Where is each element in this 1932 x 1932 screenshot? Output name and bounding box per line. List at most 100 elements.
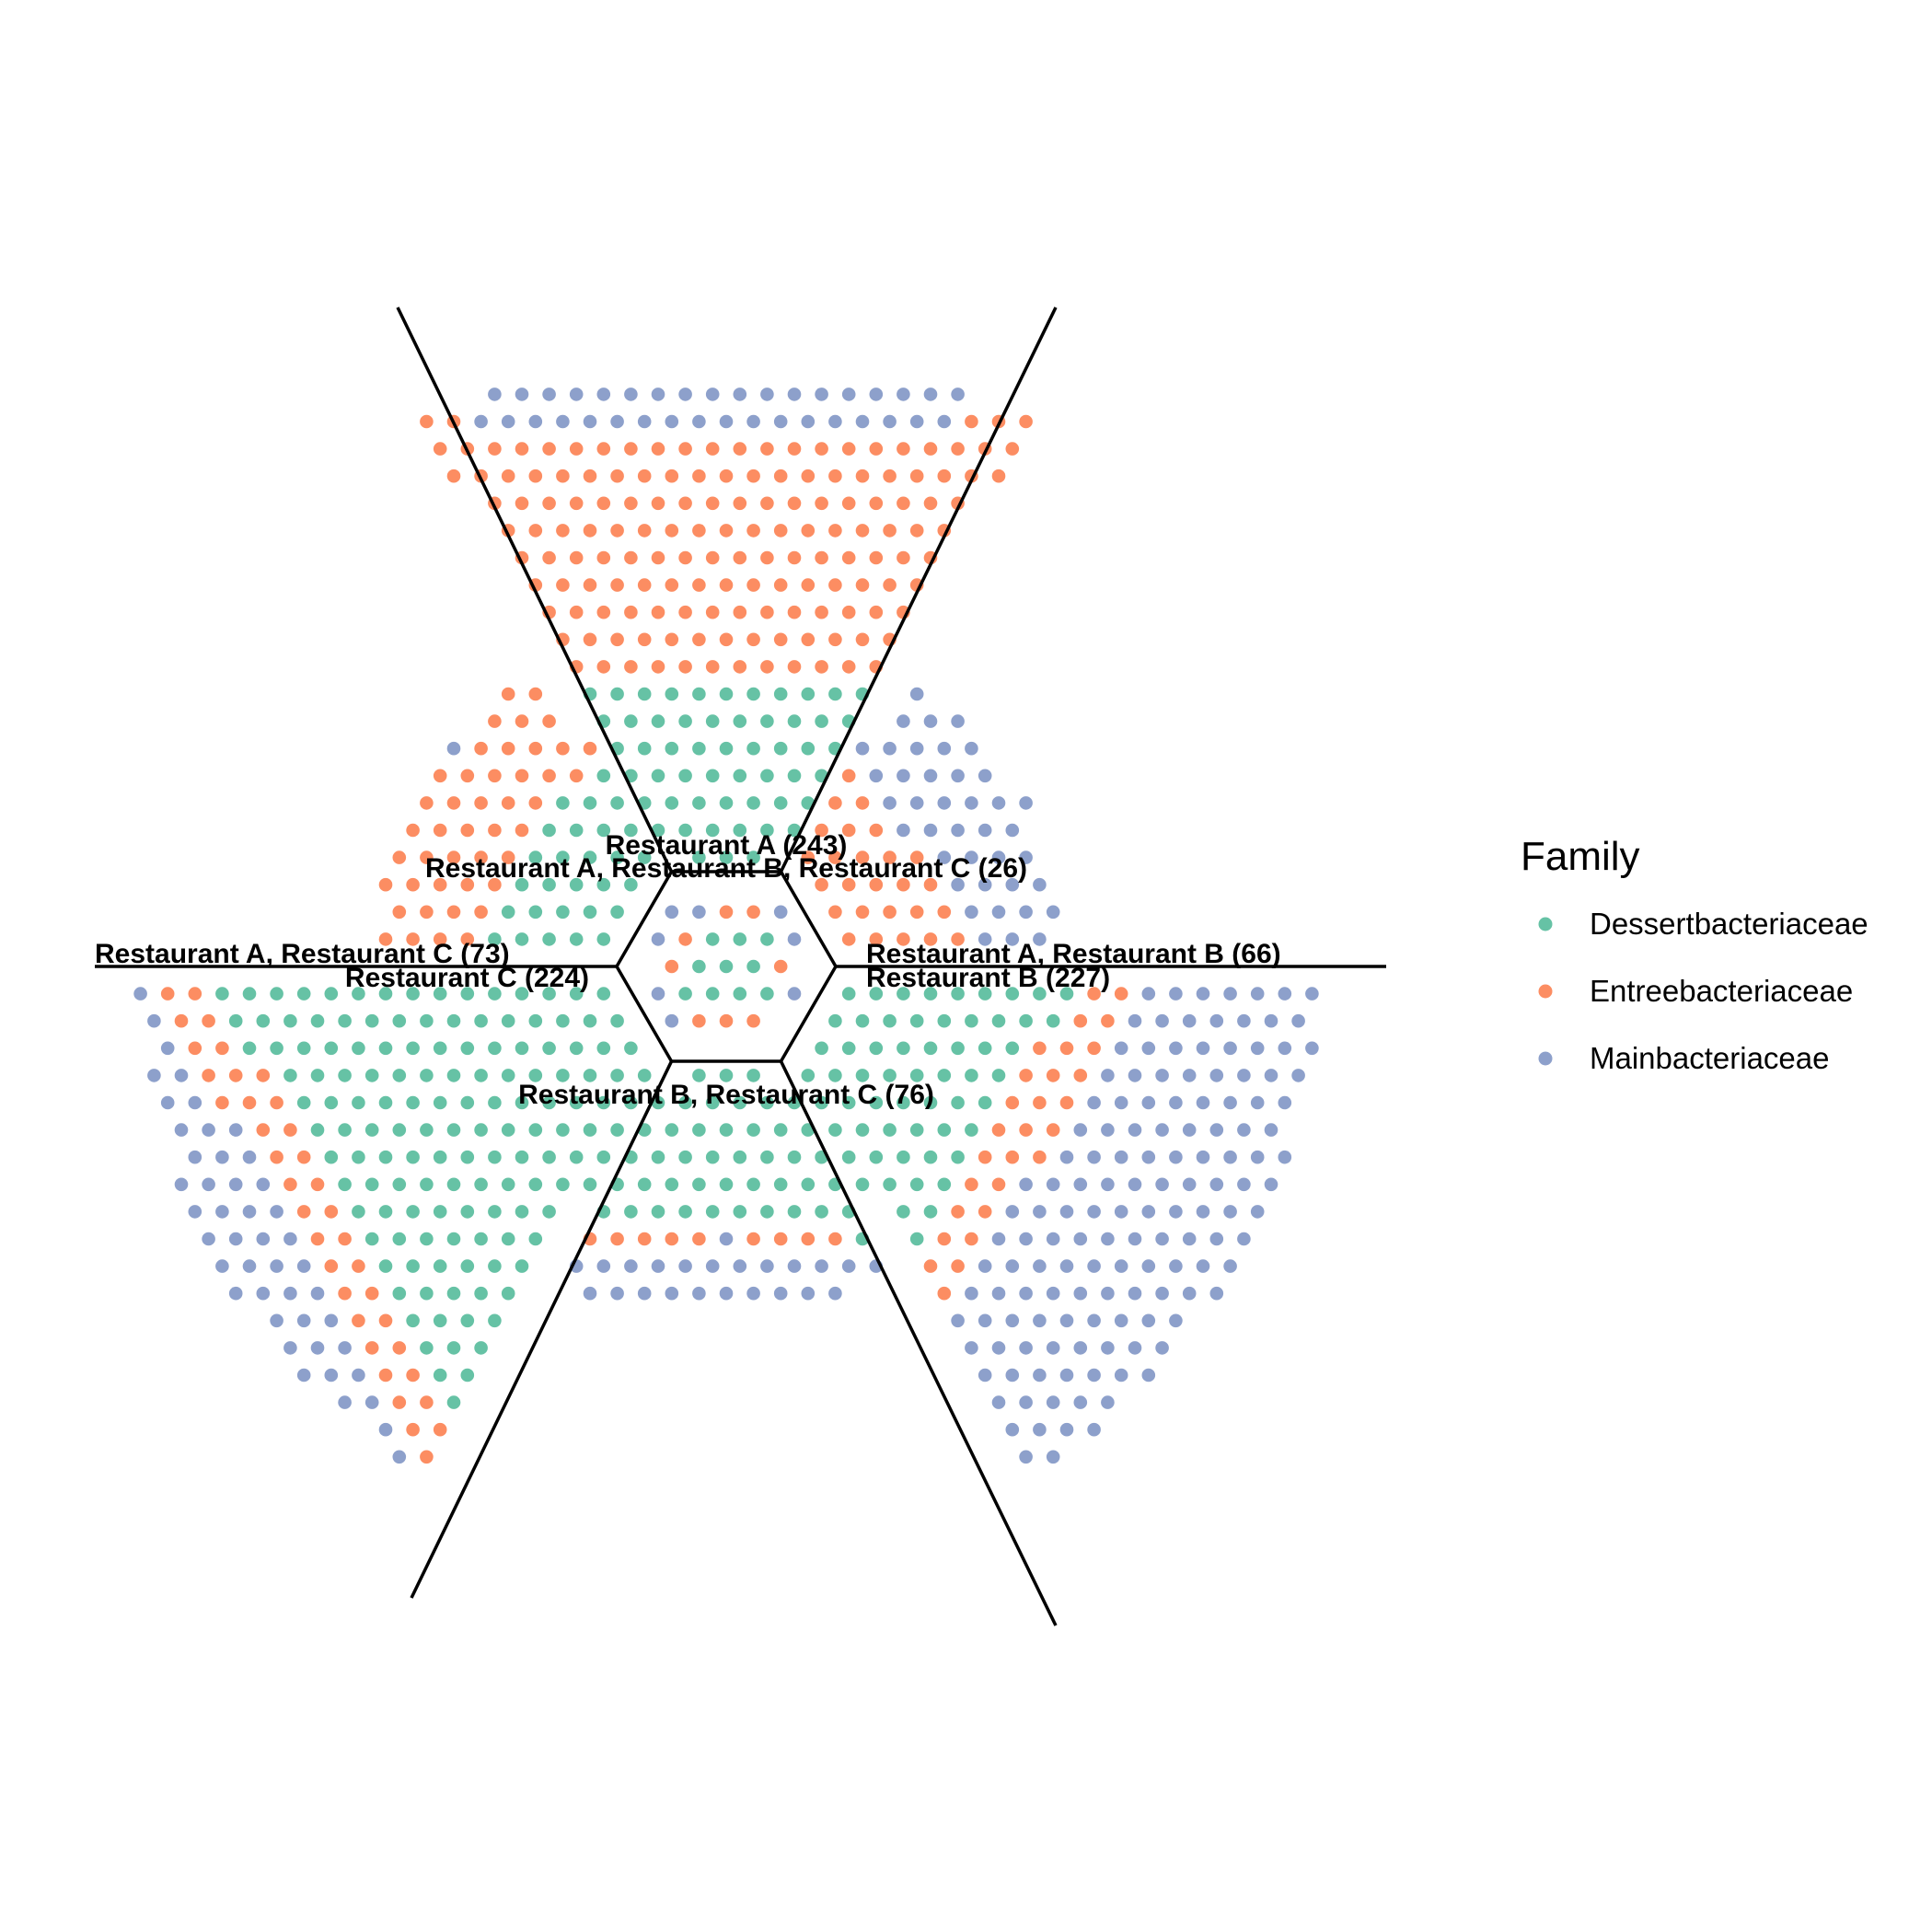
dot-ac-dessert (569, 877, 584, 892)
dot-bc-dessert (787, 1205, 802, 1219)
dot-ac-dessert (542, 932, 556, 946)
dot-b-entree (965, 1177, 978, 1192)
dot-b-entree (1005, 1095, 1020, 1110)
dot-b-dessert (951, 1150, 965, 1164)
dot-ac-entree (392, 850, 407, 864)
dot-b-dessert (991, 1069, 1006, 1082)
dot-ab-main (909, 741, 924, 756)
dot-b-dessert (909, 1069, 924, 1082)
dot-a-main (488, 388, 502, 401)
dot-c-dessert (310, 1123, 325, 1137)
dot-bc-dessert (692, 1123, 706, 1137)
dot-c-main (242, 1150, 257, 1164)
dot-c-dessert (474, 1232, 488, 1246)
dot-b-main (1141, 1041, 1156, 1056)
dot-a-dessert (760, 823, 774, 838)
dot-a-entree (760, 550, 774, 565)
dot-c-entree (420, 1395, 434, 1409)
dot-bc-main (624, 1259, 638, 1273)
dot-abc-main (651, 932, 665, 946)
dot-b-main (1114, 1368, 1128, 1382)
dot-a-dessert (692, 741, 706, 756)
dot-ab-entree (855, 850, 870, 864)
dot-b-dessert (841, 1041, 856, 1056)
region-label-c: Restaurant C (224) (345, 963, 589, 993)
legend-label-entree: Entreebacteriaceae (1590, 974, 1853, 1008)
dot-ab-main (965, 741, 978, 756)
dot-c-dessert (256, 1013, 271, 1028)
dot-b-dessert (965, 1013, 978, 1028)
dot-b-dessert (951, 1041, 965, 1056)
dot-c-main (147, 1013, 161, 1028)
dot-b-main (1101, 1395, 1115, 1409)
dot-ab-entree (815, 877, 828, 892)
dot-bc-dessert (787, 1095, 802, 1110)
dot-c-dessert (364, 1232, 379, 1246)
dot-b-main (1209, 1069, 1224, 1082)
dot-b-main (1005, 1205, 1020, 1219)
dot-ab-main (937, 741, 952, 756)
dot-c-main (283, 1286, 297, 1301)
dot-b-dessert (978, 987, 992, 1001)
dot-ab-main (1019, 905, 1033, 920)
dot-c-entree (378, 1313, 393, 1328)
dot-b-main (1059, 1368, 1074, 1382)
dot-bc-dessert (719, 1177, 734, 1192)
dot-bc-dessert (760, 1150, 774, 1164)
dot-a-entree (665, 578, 679, 592)
dot-b-main (1005, 1259, 1020, 1273)
dot-b-dessert (897, 1205, 910, 1219)
dot-a-main (951, 388, 965, 401)
dot-b-main (1019, 1177, 1033, 1192)
dot-c-main (215, 1150, 229, 1164)
dot-c-main (174, 1177, 189, 1192)
dot-c-dessert (406, 1259, 420, 1273)
dot-a-entree (542, 496, 556, 511)
dot-b-dessert (841, 1150, 856, 1164)
dot-c-dessert (392, 1286, 407, 1301)
dot-ac-entree (460, 823, 475, 838)
dot-ac-dessert (556, 905, 570, 920)
dot-b-entree (951, 1259, 965, 1273)
dot-bc-dessert (678, 1150, 692, 1164)
dot-a-entree (705, 496, 720, 511)
dot-ac-entree (474, 850, 488, 864)
dot-a-entree (828, 469, 842, 483)
dot-b-main (1196, 1259, 1210, 1273)
dot-a-main (787, 388, 802, 401)
dot-a-dessert (692, 796, 706, 810)
dot-b-main (1114, 1313, 1128, 1328)
dot-b-main (1209, 1232, 1224, 1246)
dot-a-entree (583, 469, 597, 483)
dot-b-dessert (869, 1150, 884, 1164)
dot-a-entree (828, 632, 842, 647)
dot-a-entree (665, 524, 679, 538)
dot-ac-entree (501, 741, 515, 756)
dot-b-main (1128, 1232, 1142, 1246)
dot-b-main (1128, 1341, 1142, 1355)
dot-c-main (392, 1450, 407, 1464)
dot-bc-main (610, 1286, 624, 1301)
dot-b-dessert (869, 987, 884, 1001)
dot-c-dessert (420, 1341, 434, 1355)
dot-b-main (1059, 1205, 1074, 1219)
dot-b-main (1250, 1205, 1265, 1219)
dot-a-entree (841, 550, 856, 565)
dot-c-entree (242, 1095, 257, 1110)
dot-bc-dessert (787, 1150, 802, 1164)
dot-a-main (923, 388, 938, 401)
dot-bc-main (692, 1286, 706, 1301)
dot-abc-entree (692, 1013, 706, 1028)
dot-a-main (883, 414, 897, 429)
dot-ab-main (965, 905, 978, 920)
dot-b-dessert (923, 1205, 938, 1219)
dot-c-main (324, 1368, 339, 1382)
dot-a-dessert (665, 741, 679, 756)
dot-a-main (909, 414, 924, 429)
dot-a-entree (923, 442, 938, 456)
dot-a-entree (923, 496, 938, 511)
dot-c-dessert (228, 1013, 243, 1028)
dot-b-main (1101, 1341, 1115, 1355)
dot-b-dessert (951, 1095, 965, 1110)
dot-c-dessert (433, 1095, 447, 1110)
